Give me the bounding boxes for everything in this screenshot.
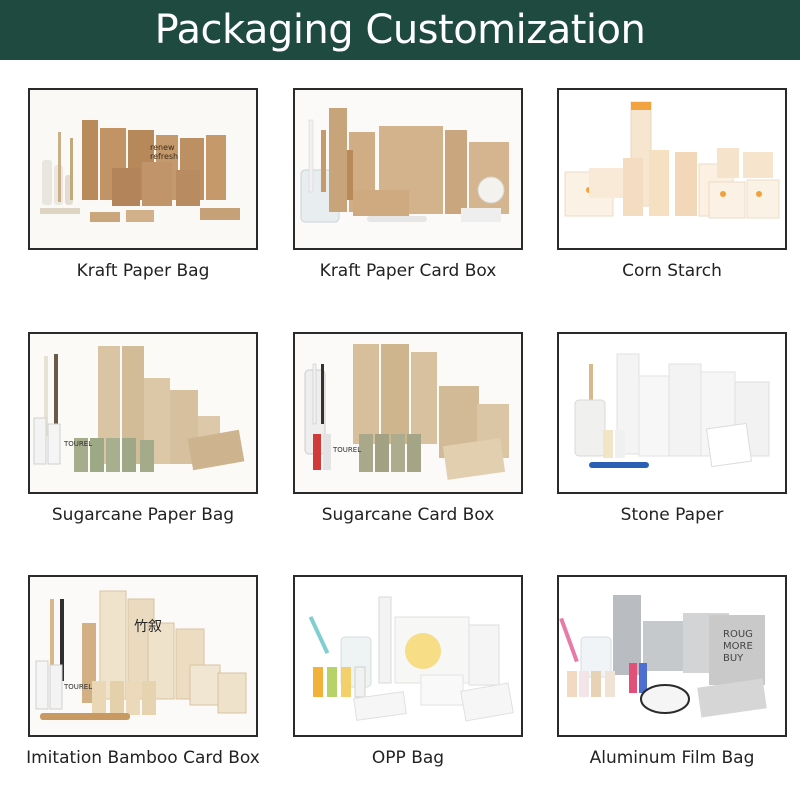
tile-caption: Stone Paper	[620, 505, 724, 525]
tile-corn-starch[interactable]: Corn Starch	[557, 88, 787, 281]
printed-text-chinese: 竹叙	[134, 618, 162, 635]
printed-text-refresh: refresh	[150, 152, 178, 161]
printed-text-buy: BUY	[723, 653, 744, 664]
tile-caption: Imitation Bamboo Card Box	[26, 748, 260, 768]
tile-caption: Sugarcane Card Box	[321, 505, 495, 525]
tile-caption: Aluminum Film Bag	[589, 748, 755, 768]
printed-text-brand: TOUREL	[63, 683, 92, 691]
tile-stone-paper[interactable]: Stone Paper	[557, 332, 787, 525]
tile-kraft-paper-card-box[interactable]: Kraft Paper Card Box	[293, 88, 523, 281]
product-photo-aluminum-film-bag: ROUG MORE BUY	[557, 575, 787, 737]
tile-caption: Corn Starch	[622, 261, 722, 281]
product-photo-stone-paper	[557, 332, 787, 494]
tile-imitation-bamboo-card-box[interactable]: 竹叙 TOUREL Imitation Bamboo Card Box	[26, 575, 260, 768]
tile-opp-bag[interactable]: OPP Bag	[293, 575, 523, 768]
product-photo-corn-starch	[557, 88, 787, 250]
printed-text-brand: TOUREL	[332, 446, 361, 454]
product-photo-imitation-bamboo-card-box: 竹叙 TOUREL	[28, 575, 258, 737]
tile-kraft-paper-bag[interactable]: renew refresh Kraft Paper Bag	[28, 88, 258, 281]
page-header: Packaging Customization	[0, 0, 800, 60]
printed-text-more: MORE	[723, 641, 753, 652]
product-photo-opp-bag	[293, 575, 523, 737]
page-title: Packaging Customization	[154, 7, 646, 53]
product-photo-sugarcane-paper-bag: TOUREL	[28, 332, 258, 494]
printed-text-brand: TOUREL	[63, 440, 92, 448]
tile-sugarcane-card-box[interactable]: TOUREL Sugarcane Card Box	[293, 332, 523, 525]
printed-text-roug: ROUG	[723, 629, 753, 640]
product-photo-sugarcane-card-box: TOUREL	[293, 332, 523, 494]
tile-aluminum-film-bag[interactable]: ROUG MORE BUY Aluminum Film Bag	[557, 575, 787, 768]
tile-caption: Sugarcane Paper Bag	[51, 505, 235, 525]
product-photo-kraft-paper-bag: renew refresh	[28, 88, 258, 250]
tile-caption: Kraft Paper Bag	[76, 261, 210, 281]
product-photo-kraft-paper-card-box	[293, 88, 523, 250]
tile-caption: OPP Bag	[371, 748, 445, 768]
printed-text-renew: renew	[150, 143, 175, 152]
tile-sugarcane-paper-bag[interactable]: TOUREL Sugarcane Paper Bag	[28, 332, 258, 525]
tile-caption: Kraft Paper Card Box	[319, 261, 497, 281]
